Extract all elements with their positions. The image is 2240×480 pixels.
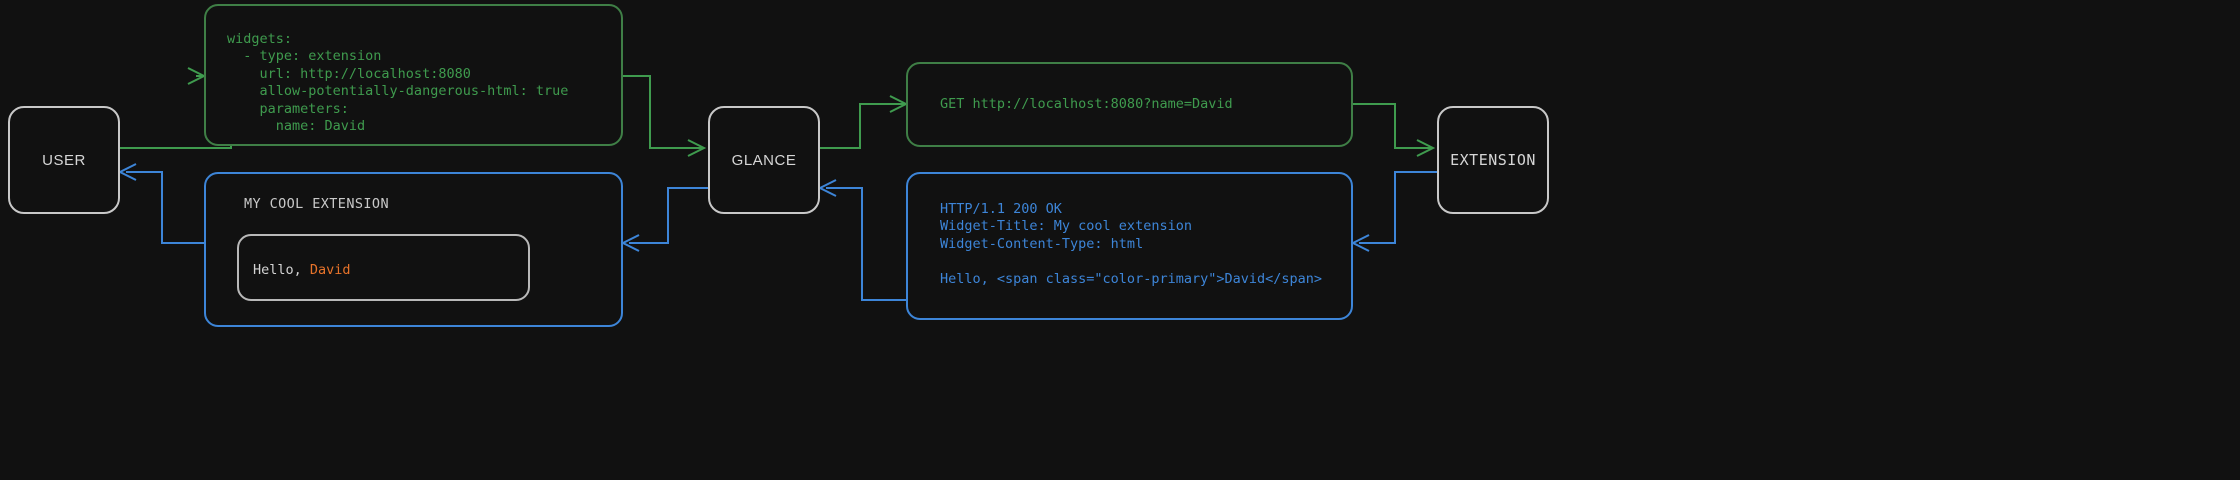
flow-user-to-config-arrowhead — [187, 67, 207, 85]
flow-extension-to-response-line — [1359, 171, 1437, 244]
flow-request-to-extension-line — [1353, 103, 1431, 149]
flow-extension-to-response-arrowhead — [1350, 234, 1370, 252]
node-extension[interactable]: EXTENSION — [1437, 106, 1549, 214]
widget-body-accent: David — [309, 262, 351, 278]
widget-title: MY COOL EXTENSION — [244, 196, 389, 212]
flow-widget-to-user-line — [126, 171, 204, 244]
node-user-label: USER — [42, 151, 86, 169]
node-glance-label: GLANCE — [731, 151, 797, 169]
widget-card: Hello, David — [237, 234, 530, 301]
flow-request-to-extension-arrowhead — [1416, 139, 1436, 157]
flow-config-to-glance-arrowhead — [687, 139, 707, 157]
flow-config-to-glance-line — [623, 75, 702, 149]
panel-rendered-widget: MY COOL EXTENSION Hello, David — [204, 172, 623, 327]
node-glance[interactable]: GLANCE — [708, 106, 820, 214]
flow-response-to-glance-arrowhead — [817, 179, 837, 197]
http-request-code: GET http://localhost:8080?name=David — [940, 96, 1233, 112]
flow-widget-to-user-arrowhead — [117, 163, 137, 181]
widget-body: Hello, David — [253, 262, 351, 278]
node-extension-label: EXTENSION — [1450, 151, 1536, 169]
flow-glance-to-request-arrowhead — [889, 95, 909, 113]
http-response-code: HTTP/1.1 200 OK Widget-Title: My cool ex… — [940, 201, 1323, 287]
flow-glance-to-widget-arrowhead — [620, 234, 640, 252]
flow-glance-to-request-line — [820, 103, 904, 149]
widget-body-prefix: Hello, — [253, 262, 310, 278]
node-user[interactable]: USER — [8, 106, 120, 214]
panel-config-yaml: widgets: - type: extension url: http://l… — [204, 4, 623, 146]
flow-glance-to-widget-line — [629, 187, 708, 244]
panel-http-response: HTTP/1.1 200 OK Widget-Title: My cool ex… — [906, 172, 1353, 320]
flow-response-to-glance-line — [826, 187, 906, 301]
config-yaml-code: widgets: - type: extension url: http://l… — [227, 31, 569, 135]
panel-http-request: GET http://localhost:8080?name=David — [906, 62, 1353, 147]
